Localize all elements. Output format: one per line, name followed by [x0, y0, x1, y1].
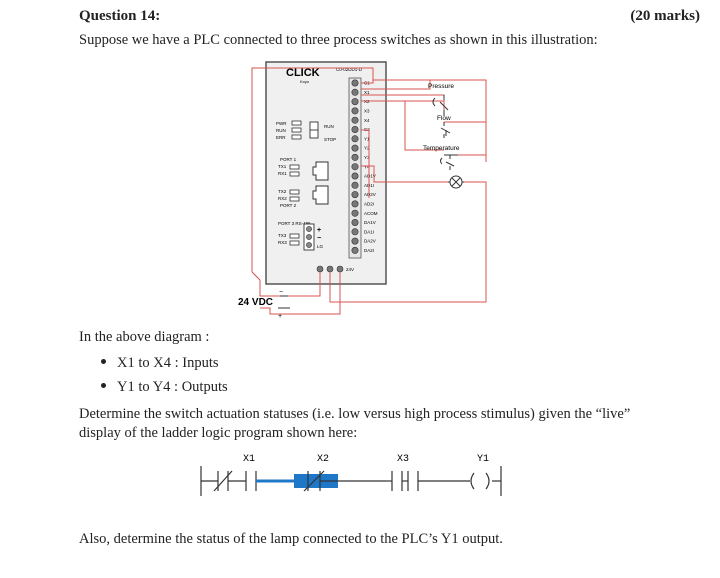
ladder-label-x2: X2	[317, 454, 329, 465]
bullet-outputs: Y1 to Y4 : Outputs	[101, 379, 228, 396]
terminal-screw	[351, 144, 359, 152]
x2-highlight	[294, 474, 338, 488]
ladder-label-y1: Y1	[477, 454, 489, 465]
terminal-screw	[351, 200, 359, 208]
run-label: RUN	[324, 124, 334, 129]
terminal-label: AD1V	[364, 174, 376, 179]
led-run	[291, 127, 302, 133]
bullet-outputs-text: Y1 to Y4 : Outputs	[117, 379, 228, 395]
terminal-label: AD2V	[364, 192, 376, 197]
led-run-label: RUN	[276, 128, 286, 133]
led-err	[291, 134, 302, 140]
port3-plus: +	[317, 227, 321, 234]
tx2-label: TX2	[278, 189, 287, 194]
terminal-screw	[351, 209, 359, 217]
terminal-label: X2	[364, 99, 370, 104]
pressure-switch-icon	[432, 95, 449, 116]
stop-label: STOP	[324, 137, 336, 142]
temperature-switch-icon	[440, 154, 458, 170]
plc-brand-sub: Koyo	[300, 79, 310, 84]
plc-wiring-diagram: CLICK Koyo C0-02DD1-D PWR RUN ERR RUN ST…	[238, 61, 487, 320]
lamp-icon	[448, 175, 464, 189]
temperature-label: Temperature	[423, 145, 460, 152]
terminal-label: X3	[364, 109, 370, 114]
terminal-screw	[351, 98, 359, 106]
pressure-label: Pressure	[428, 83, 454, 90]
tx1-label: TX1	[278, 164, 287, 169]
bullet-inputs-text: X1 to X4 : Inputs	[117, 355, 219, 371]
terminal-label: DA1V	[364, 220, 376, 225]
terminal-screw	[351, 228, 359, 236]
terminal-label: DA1I	[364, 229, 374, 234]
terminal-label: Y3	[364, 155, 370, 160]
terminal-screw	[351, 246, 359, 254]
terminal-label: Y2	[364, 146, 370, 151]
terminal-screw	[351, 219, 359, 227]
terminal-screw	[351, 191, 359, 199]
terminal-screw	[351, 172, 359, 180]
svg-text:+: +	[278, 313, 282, 320]
rx1-label: RX1	[278, 171, 287, 176]
ladder-logic-rung: X1 X2 X3 Y1	[200, 454, 502, 496]
x3-contact	[391, 471, 403, 491]
led-err-label: ERR	[276, 135, 286, 140]
question-marks: (20 marks)	[630, 8, 700, 24]
intro-text: Suppose we have a PLC connected to three…	[79, 32, 598, 48]
port3-label: PORT 3 RS-485	[278, 221, 311, 226]
plc-model: C0-02DD1-D	[336, 67, 363, 72]
question-title: Question 14:	[79, 8, 161, 24]
power-supply-label: 24 VDC	[238, 297, 273, 308]
bullet-inputs: X1 to X4 : Inputs	[101, 355, 219, 372]
power-terminal-0v	[316, 265, 324, 273]
x1-contact-b	[245, 471, 257, 491]
question-paragraph: Determine the switch actuation statuses …	[79, 406, 631, 441]
port1-label: PORT 1	[280, 157, 297, 162]
terminal-screw	[351, 153, 359, 161]
terminal-label: AD2I	[364, 202, 374, 207]
power-24v-label: 24V	[346, 267, 354, 272]
rx3-label: RX3	[278, 240, 287, 245]
terminal-label: X4	[364, 118, 370, 123]
terminal-label: Y4	[364, 164, 370, 169]
battery-icon	[278, 295, 290, 309]
flow-switch-icon	[440, 122, 451, 138]
diagram-caption: In the above diagram :	[79, 329, 210, 345]
tx3-label: TX3	[278, 233, 287, 238]
ladder-label-x1: X1	[243, 454, 255, 465]
port2-label: PORT 2	[280, 203, 297, 208]
flow-label: Flow	[437, 115, 451, 122]
port1-connector	[312, 161, 329, 181]
y1-coil	[470, 472, 490, 490]
terminal-label: ACOM	[364, 211, 378, 216]
terminal-screw	[351, 135, 359, 143]
rx2-label: RX2	[278, 196, 287, 201]
power-terminal-24v-a	[326, 265, 334, 273]
terminal-label: X1	[364, 90, 370, 95]
terminal-list: C1X1X2X3X4C2Y1Y2Y3Y4AD1VAD1IAD2VAD2IACOM…	[351, 79, 378, 254]
port3-lg: LG	[317, 244, 324, 249]
terminal-screw	[351, 88, 359, 96]
led-pwr	[291, 120, 302, 126]
terminal-screw	[351, 163, 359, 171]
power-terminal-24v-b	[336, 265, 344, 273]
terminal-label: DA2V	[364, 239, 376, 244]
plc-brand: CLICK	[286, 67, 320, 79]
terminal-label: DA2I	[364, 248, 374, 253]
lamp-question: Also, determine the status of the lamp c…	[79, 531, 503, 547]
terminal-screw	[351, 107, 359, 115]
terminal-screw	[351, 237, 359, 245]
terminal-screw	[351, 181, 359, 189]
terminal-screw	[351, 126, 359, 134]
svg-text:−: −	[279, 289, 283, 296]
ladder-label-x3: X3	[397, 454, 409, 465]
port3-minus: −	[317, 235, 321, 242]
terminal-label: Y1	[364, 136, 370, 141]
terminal-screw	[351, 79, 359, 87]
terminal-screw	[351, 116, 359, 124]
led-pwr-label: PWR	[276, 121, 287, 126]
port2-connector	[312, 185, 329, 205]
